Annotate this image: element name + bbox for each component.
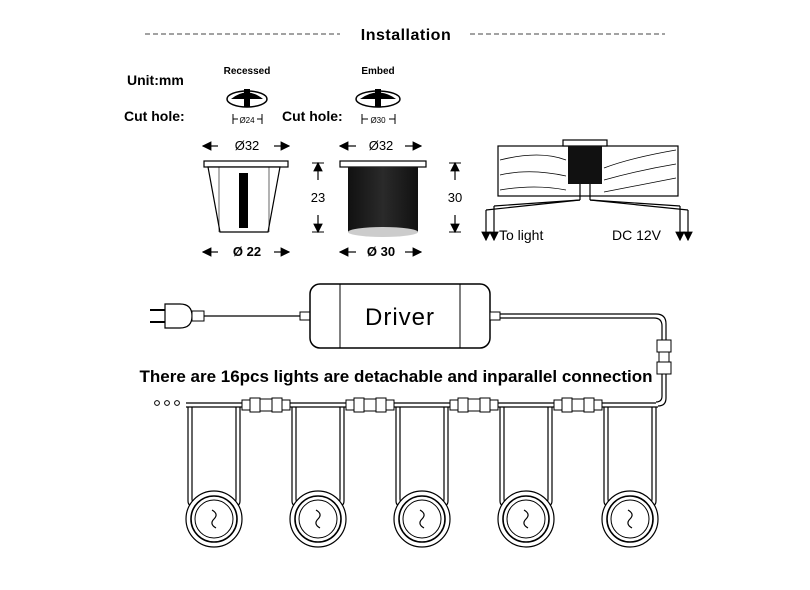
light-chain xyxy=(185,397,659,548)
light-drop-wire xyxy=(539,407,553,507)
connection-caption: There are 16pcs lights are detachable an… xyxy=(139,367,652,386)
connector-left xyxy=(241,399,251,411)
light-drop-wire xyxy=(537,407,549,504)
light-symbol-icon xyxy=(211,509,217,529)
unit-label: Unit:mm xyxy=(127,72,184,88)
connector-right xyxy=(385,399,395,411)
embed-light-profile xyxy=(338,141,427,257)
light-drop-wire xyxy=(435,407,449,507)
light-drop-wire xyxy=(187,407,201,507)
light-drop-wire xyxy=(399,407,411,504)
connector-nut xyxy=(571,398,585,412)
connector-body xyxy=(353,397,365,413)
connector-nut xyxy=(259,398,273,412)
cut-hole-label-right: Cut hole: xyxy=(282,108,343,124)
driver-label: Driver xyxy=(365,304,435,331)
driver-output-cable xyxy=(489,311,672,407)
more-lights-indicator xyxy=(154,400,180,406)
embed-height-value: 30 xyxy=(448,190,462,205)
light-drop-wire xyxy=(227,407,241,507)
embed-bottom-diameter: Ø 30 xyxy=(367,244,395,259)
cut-hole-label-left: Cut hole: xyxy=(124,108,185,124)
light-drop-wire xyxy=(603,407,617,507)
embed-top-diameter: Ø32 xyxy=(369,138,394,153)
connector-body xyxy=(375,397,387,413)
light-symbol-icon xyxy=(523,509,529,529)
connector-left xyxy=(345,399,355,411)
connector-right xyxy=(593,399,603,411)
page-title: Installation xyxy=(361,27,451,44)
connector-nut xyxy=(363,398,377,412)
light-drop-wire xyxy=(607,407,619,504)
dc-voltage-label: DC 12V xyxy=(612,227,662,243)
connector-body xyxy=(457,397,469,413)
light-drop-wire xyxy=(295,407,307,504)
light-symbol-icon xyxy=(419,509,425,529)
recessed-height-value: 23 xyxy=(311,190,325,205)
connector-body xyxy=(249,397,261,413)
recessed-bottom-diameter: Ø 22 xyxy=(233,244,261,259)
connector-nut xyxy=(467,398,481,412)
connector-body xyxy=(583,397,595,413)
light-drop-wire xyxy=(395,407,409,507)
light-drop-wire xyxy=(331,407,345,507)
recessed-light-profile xyxy=(201,141,291,257)
installation-cross-section xyxy=(481,139,693,242)
light-drop-wire xyxy=(499,407,513,507)
light-drop-wire xyxy=(643,407,657,507)
connector-right xyxy=(489,399,499,411)
light-drop-wire xyxy=(291,407,305,507)
light-symbol-icon xyxy=(315,509,321,529)
light-drop-wire xyxy=(433,407,445,504)
connector-body xyxy=(271,397,283,413)
recessed-cut-hole-icon xyxy=(226,89,268,124)
recessed-height-dimension xyxy=(312,161,324,234)
driver-box xyxy=(309,283,491,349)
recessed-top-diameter: Ø32 xyxy=(235,138,260,153)
connector-body xyxy=(561,397,573,413)
light-drop-wire xyxy=(503,407,515,504)
recessed-cut-diameter: Ø24 xyxy=(239,116,255,125)
embed-height-dimension xyxy=(449,161,461,234)
recessed-label: Recessed xyxy=(224,66,271,77)
connector-body xyxy=(479,397,491,413)
to-light-label: To light xyxy=(499,227,543,243)
light-symbol-icon xyxy=(627,509,633,529)
light-drop-wire xyxy=(329,407,341,504)
connector-left xyxy=(449,399,459,411)
embed-cut-hole-icon xyxy=(355,89,401,124)
mains-cable-strain-relief xyxy=(299,311,311,321)
light-drop-wire xyxy=(641,407,653,504)
connector-right xyxy=(281,399,291,411)
connector-left xyxy=(553,399,563,411)
embed-cut-diameter: Ø30 xyxy=(370,116,386,125)
light-drop-wire xyxy=(191,407,203,504)
power-plug-icon xyxy=(150,303,205,329)
embed-label: Embed xyxy=(361,66,394,77)
light-drop-wire xyxy=(225,407,237,504)
